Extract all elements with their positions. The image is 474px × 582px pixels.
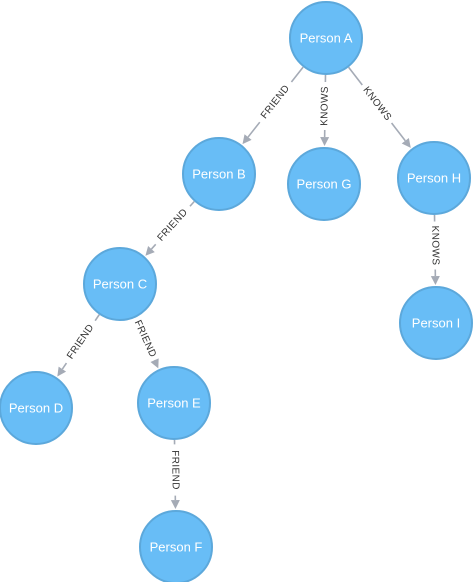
node-label: Person G <box>297 177 352 192</box>
edge-b-c: FRIEND <box>145 200 195 256</box>
edge-c-e: FRIEND <box>132 315 159 369</box>
node-circle[interactable] <box>399 286 473 360</box>
node-person-f[interactable]: Person F <box>139 510 213 582</box>
node-circle[interactable] <box>139 510 213 582</box>
node-circle[interactable] <box>83 247 157 321</box>
edge-a-h: KNOWS <box>347 66 411 148</box>
edge-c-d: FRIEND <box>57 314 100 377</box>
arrowhead-icon <box>150 358 159 369</box>
node-person-a[interactable]: Person A <box>289 1 363 75</box>
node-label: Person C <box>93 277 147 292</box>
edge-label: FRIEND <box>169 450 181 490</box>
edge-a-b: FRIEND <box>242 66 304 145</box>
node-person-e[interactable]: Person E <box>137 366 211 440</box>
edge-line <box>94 314 100 322</box>
node-circle[interactable] <box>397 141 471 215</box>
edge-line <box>290 66 304 83</box>
arrowhead-icon <box>401 138 411 148</box>
edge-line <box>390 122 406 142</box>
edge-label: KNOWS <box>429 226 441 266</box>
node-person-d[interactable]: Person D <box>0 371 73 445</box>
node-circle[interactable] <box>289 1 363 75</box>
arrowhead-icon <box>242 134 252 145</box>
node-label: Person H <box>407 171 461 186</box>
node-circle[interactable] <box>287 147 361 221</box>
node-label: Person D <box>9 401 63 416</box>
node-person-h[interactable]: Person H <box>397 141 471 215</box>
node-circle[interactable] <box>137 366 211 440</box>
node-label: Person E <box>147 396 201 411</box>
node-circle[interactable] <box>182 137 256 211</box>
edge-e-f: FRIEND <box>169 439 181 510</box>
edge-label: FRIEND <box>156 207 191 244</box>
node-label: Person A <box>300 31 353 46</box>
node-label: Person I <box>412 316 460 331</box>
edge-label: KNOWS <box>360 85 393 123</box>
arrowhead-icon <box>57 366 67 377</box>
node-person-i[interactable]: Person I <box>399 286 473 360</box>
arrowhead-icon <box>170 499 180 510</box>
edge-line <box>150 243 157 250</box>
edge-line <box>347 66 363 86</box>
edge-line <box>61 362 68 370</box>
edge-a-g: KNOWS <box>319 74 331 147</box>
arrowhead-icon <box>145 246 155 256</box>
node-person-b[interactable]: Person B <box>182 137 256 211</box>
node-circle[interactable] <box>0 371 73 445</box>
edge-label: FRIEND <box>259 83 292 121</box>
edge-label: FRIEND <box>65 322 96 361</box>
node-label: Person B <box>192 167 245 182</box>
edge-label: KNOWS <box>319 86 331 126</box>
arrowhead-icon <box>320 136 330 147</box>
arrowhead-icon <box>430 275 440 286</box>
edge-line <box>247 121 261 138</box>
edge-label: FRIEND <box>132 319 158 360</box>
node-person-c[interactable]: Person C <box>83 247 157 321</box>
edge-line <box>189 200 195 207</box>
node-label: Person F <box>150 540 203 555</box>
edge-h-i: KNOWS <box>429 214 441 286</box>
node-person-g[interactable]: Person G <box>287 147 361 221</box>
